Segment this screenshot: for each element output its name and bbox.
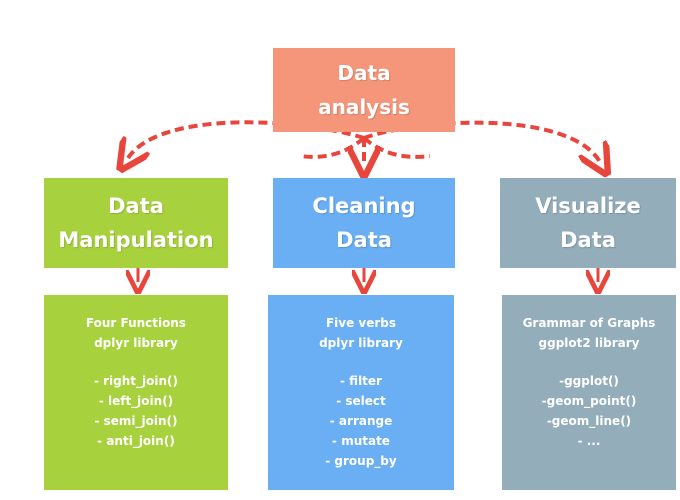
- node-cleaning-data: Cleaning Data: [273, 178, 455, 268]
- detail-manipulation: Four Functions dplyr library - right_joi…: [44, 295, 228, 490]
- list-item: - ...: [577, 434, 601, 448]
- list-item: - semi_join(): [94, 414, 178, 428]
- root-title-line2: analysis: [318, 95, 410, 119]
- list-item: - mutate: [332, 434, 390, 448]
- list-item: -ggplot(): [559, 374, 619, 388]
- list-item: -geom_point(): [541, 394, 637, 408]
- manipulation-title-line2: Manipulation: [58, 228, 214, 252]
- connector-loop-right: [362, 136, 431, 159]
- list-item: - group_by: [325, 454, 397, 468]
- visualize-title-line2: Data: [560, 228, 616, 252]
- manipulation-title-line1: Data: [108, 194, 164, 218]
- visualize-detail-header2: ggplot2 library: [538, 336, 640, 350]
- manipulation-detail-header2: dplyr library: [94, 336, 178, 350]
- cleaning-detail-header1: Five verbs: [325, 316, 397, 330]
- connector-loop-left: [299, 136, 366, 159]
- root-title-line1: Data: [337, 61, 391, 85]
- cleaning-detail-header2: dplyr library: [319, 336, 403, 350]
- visualize-detail-header1: Grammar of Graphs: [522, 316, 656, 330]
- list-item: - filter: [340, 374, 382, 388]
- cleaning-title-line2: Data: [336, 228, 392, 252]
- list-item: - select: [336, 394, 386, 408]
- node-visualize-data: Visualize Data: [500, 178, 676, 268]
- cleaning-title-line1: Cleaning: [312, 194, 416, 218]
- list-item: - left_join(): [98, 394, 174, 408]
- manipulation-detail-header1: Four Functions: [85, 316, 187, 330]
- detail-cleaning: Five verbs dplyr library - filter - sele…: [268, 295, 454, 490]
- root-node-data-analysis: Data analysis: [273, 48, 455, 132]
- list-item: - anti_join(): [97, 434, 175, 448]
- node-data-manipulation: Data Manipulation: [44, 178, 228, 268]
- detail-visualize: Grammar of Graphs ggplot2 library -ggplo…: [502, 295, 676, 490]
- cleaning-verb-list: - filter - select - arrange - mutate - g…: [268, 371, 454, 471]
- visualize-geom-list: -ggplot() -geom_point() -geom_line() - .…: [502, 371, 676, 451]
- connector-root-to-visualize: [363, 120, 600, 162]
- list-item: - right_join(): [93, 374, 179, 388]
- visualize-title-line1: Visualize: [535, 194, 641, 218]
- list-item: - arrange: [329, 414, 393, 428]
- list-item: -geom_line(): [546, 414, 632, 428]
- manipulation-function-list: - right_join() - left_join() - semi_join…: [44, 371, 228, 451]
